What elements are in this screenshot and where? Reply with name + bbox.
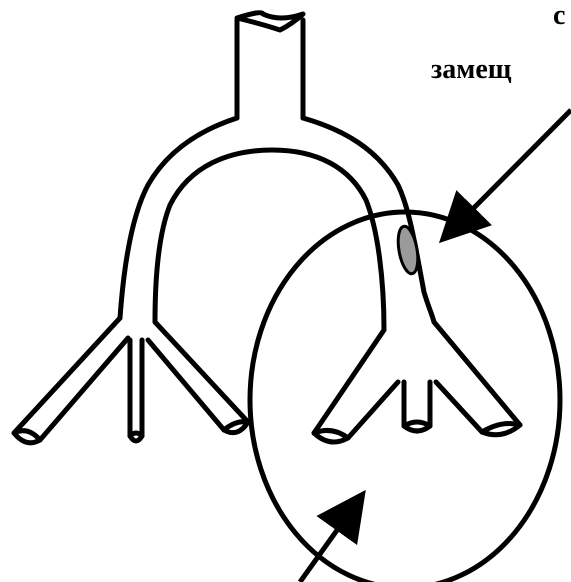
outer-arch-right	[303, 118, 434, 322]
right-branch-mid-tip	[404, 422, 430, 431]
right-branch-right-inner	[436, 382, 482, 432]
arrow-to-lesion	[446, 110, 571, 236]
outer-arch	[120, 118, 237, 318]
right-branch-left-inner	[348, 382, 398, 438]
left-branch-tip	[14, 431, 40, 443]
right-branch-left-outer	[314, 330, 384, 433]
right-branch-left-tip	[314, 430, 348, 442]
arrow-to-circle	[300, 498, 360, 582]
lesion-marker	[395, 225, 421, 275]
right-branch-right-tip	[482, 424, 520, 435]
middle-left-branch-tip	[130, 433, 142, 441]
left-branch-outer	[14, 318, 120, 433]
right-branch-right-outer	[434, 322, 520, 425]
label-second-fragment: замещ	[431, 56, 511, 84]
label-top-fragment: с	[553, 2, 565, 30]
right-left-branch-tip	[224, 422, 248, 433]
trunk-top-cap	[237, 13, 303, 30]
